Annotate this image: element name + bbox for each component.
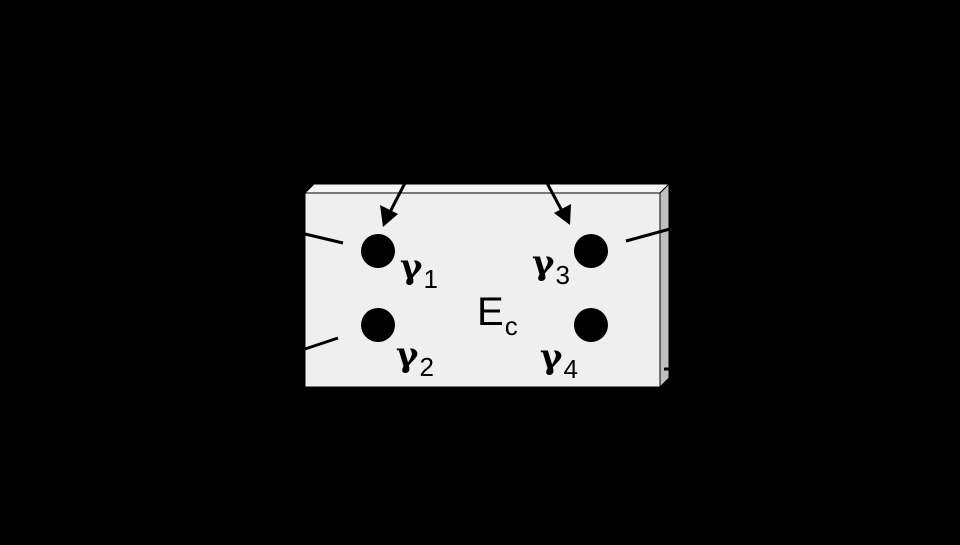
label-gamma4: γ4: [540, 337, 578, 382]
slab-front-face: [304, 192, 661, 388]
leader-line-gamma3: [625, 227, 671, 243]
hole-gamma1: [361, 234, 395, 268]
slab-side-face: [659, 182, 670, 389]
gamma-subscript: 4: [563, 354, 578, 384]
label-gamma2: γ2: [396, 335, 434, 380]
E-main: E: [477, 290, 504, 334]
slab-top-face: [303, 183, 671, 194]
gamma-subscript: 3: [555, 260, 570, 290]
leader-line-gamma1: [304, 232, 344, 245]
leader-line-gamma2: [304, 336, 339, 351]
gamma-subscript: 1: [423, 264, 438, 294]
arrowhead-gamma1-icon: [380, 205, 398, 227]
label-gamma3: γ3: [532, 243, 570, 288]
gamma-subscript: 2: [419, 352, 434, 382]
label-E-c: Ec: [477, 290, 518, 339]
arrow-to-gamma1: [388, 182, 407, 213]
arrowhead-gamma3-icon: [554, 204, 571, 225]
gamma-symbol: γ: [396, 335, 419, 375]
gamma-symbol: γ: [540, 337, 563, 377]
hole-gamma3: [574, 234, 608, 268]
gamma-symbol: γ: [532, 243, 555, 283]
label-gamma1: γ1: [400, 247, 438, 292]
arrow-to-gamma3: [545, 182, 564, 212]
hole-gamma2: [361, 308, 395, 342]
E-subscript: c: [504, 311, 518, 341]
gamma-symbol: γ: [400, 247, 423, 287]
hole-gamma4: [574, 308, 608, 342]
